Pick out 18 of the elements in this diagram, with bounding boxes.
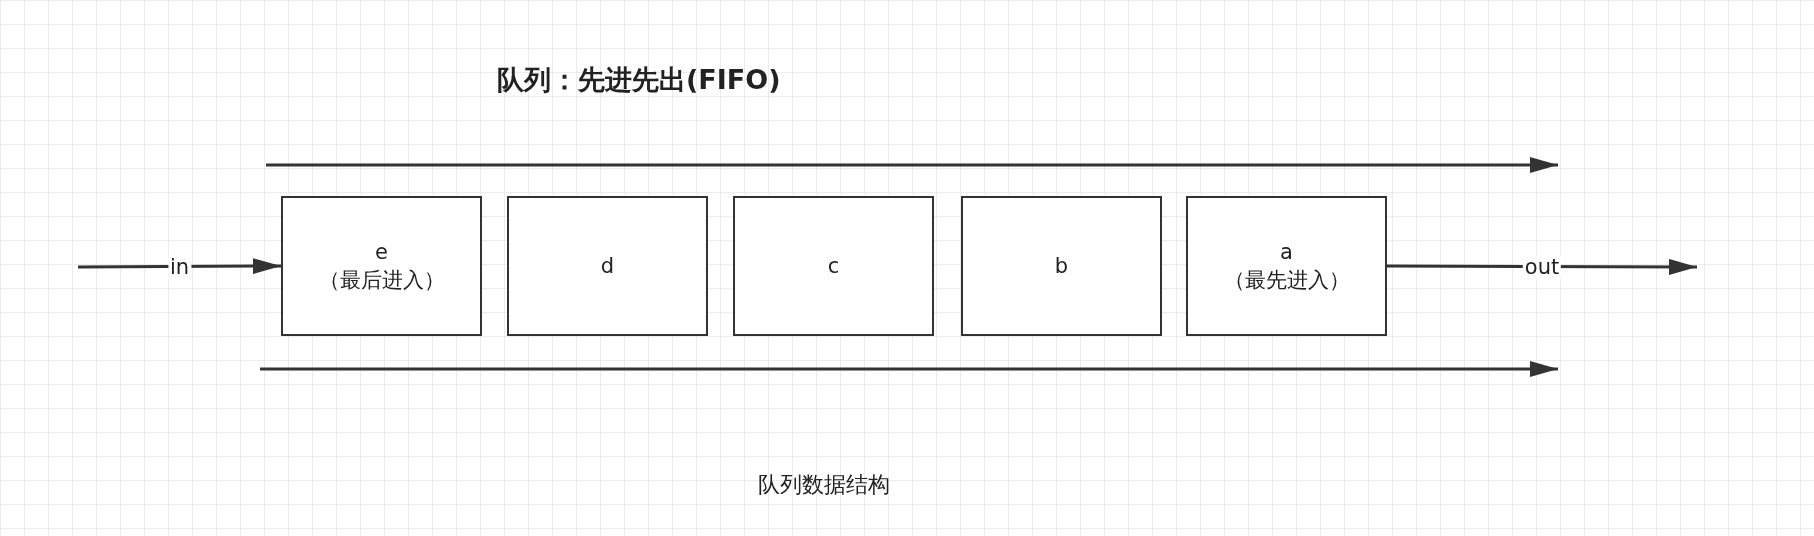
arrow <box>78 258 281 275</box>
element-label: e <box>375 239 388 266</box>
diagram-caption: 队列数据结构 <box>758 471 890 499</box>
element-note: （最先进入） <box>1223 267 1350 294</box>
queue-element-box <box>733 196 934 336</box>
element-label: d <box>600 253 615 280</box>
element-label: c <box>827 253 840 280</box>
element-label: b <box>1054 253 1069 280</box>
edge-label: out <box>1522 254 1562 279</box>
element-label: a <box>1280 239 1293 266</box>
arrow <box>1387 258 1697 275</box>
queue-element-box <box>281 196 482 336</box>
queue-element-box <box>1186 196 1387 336</box>
queue-element-box <box>507 196 708 336</box>
queue-element-box <box>961 196 1162 336</box>
edge-label: in <box>167 254 192 279</box>
element-note: （最后进入） <box>318 267 445 294</box>
diagram-title: 队列：先进先出(FIFO) <box>497 63 781 97</box>
